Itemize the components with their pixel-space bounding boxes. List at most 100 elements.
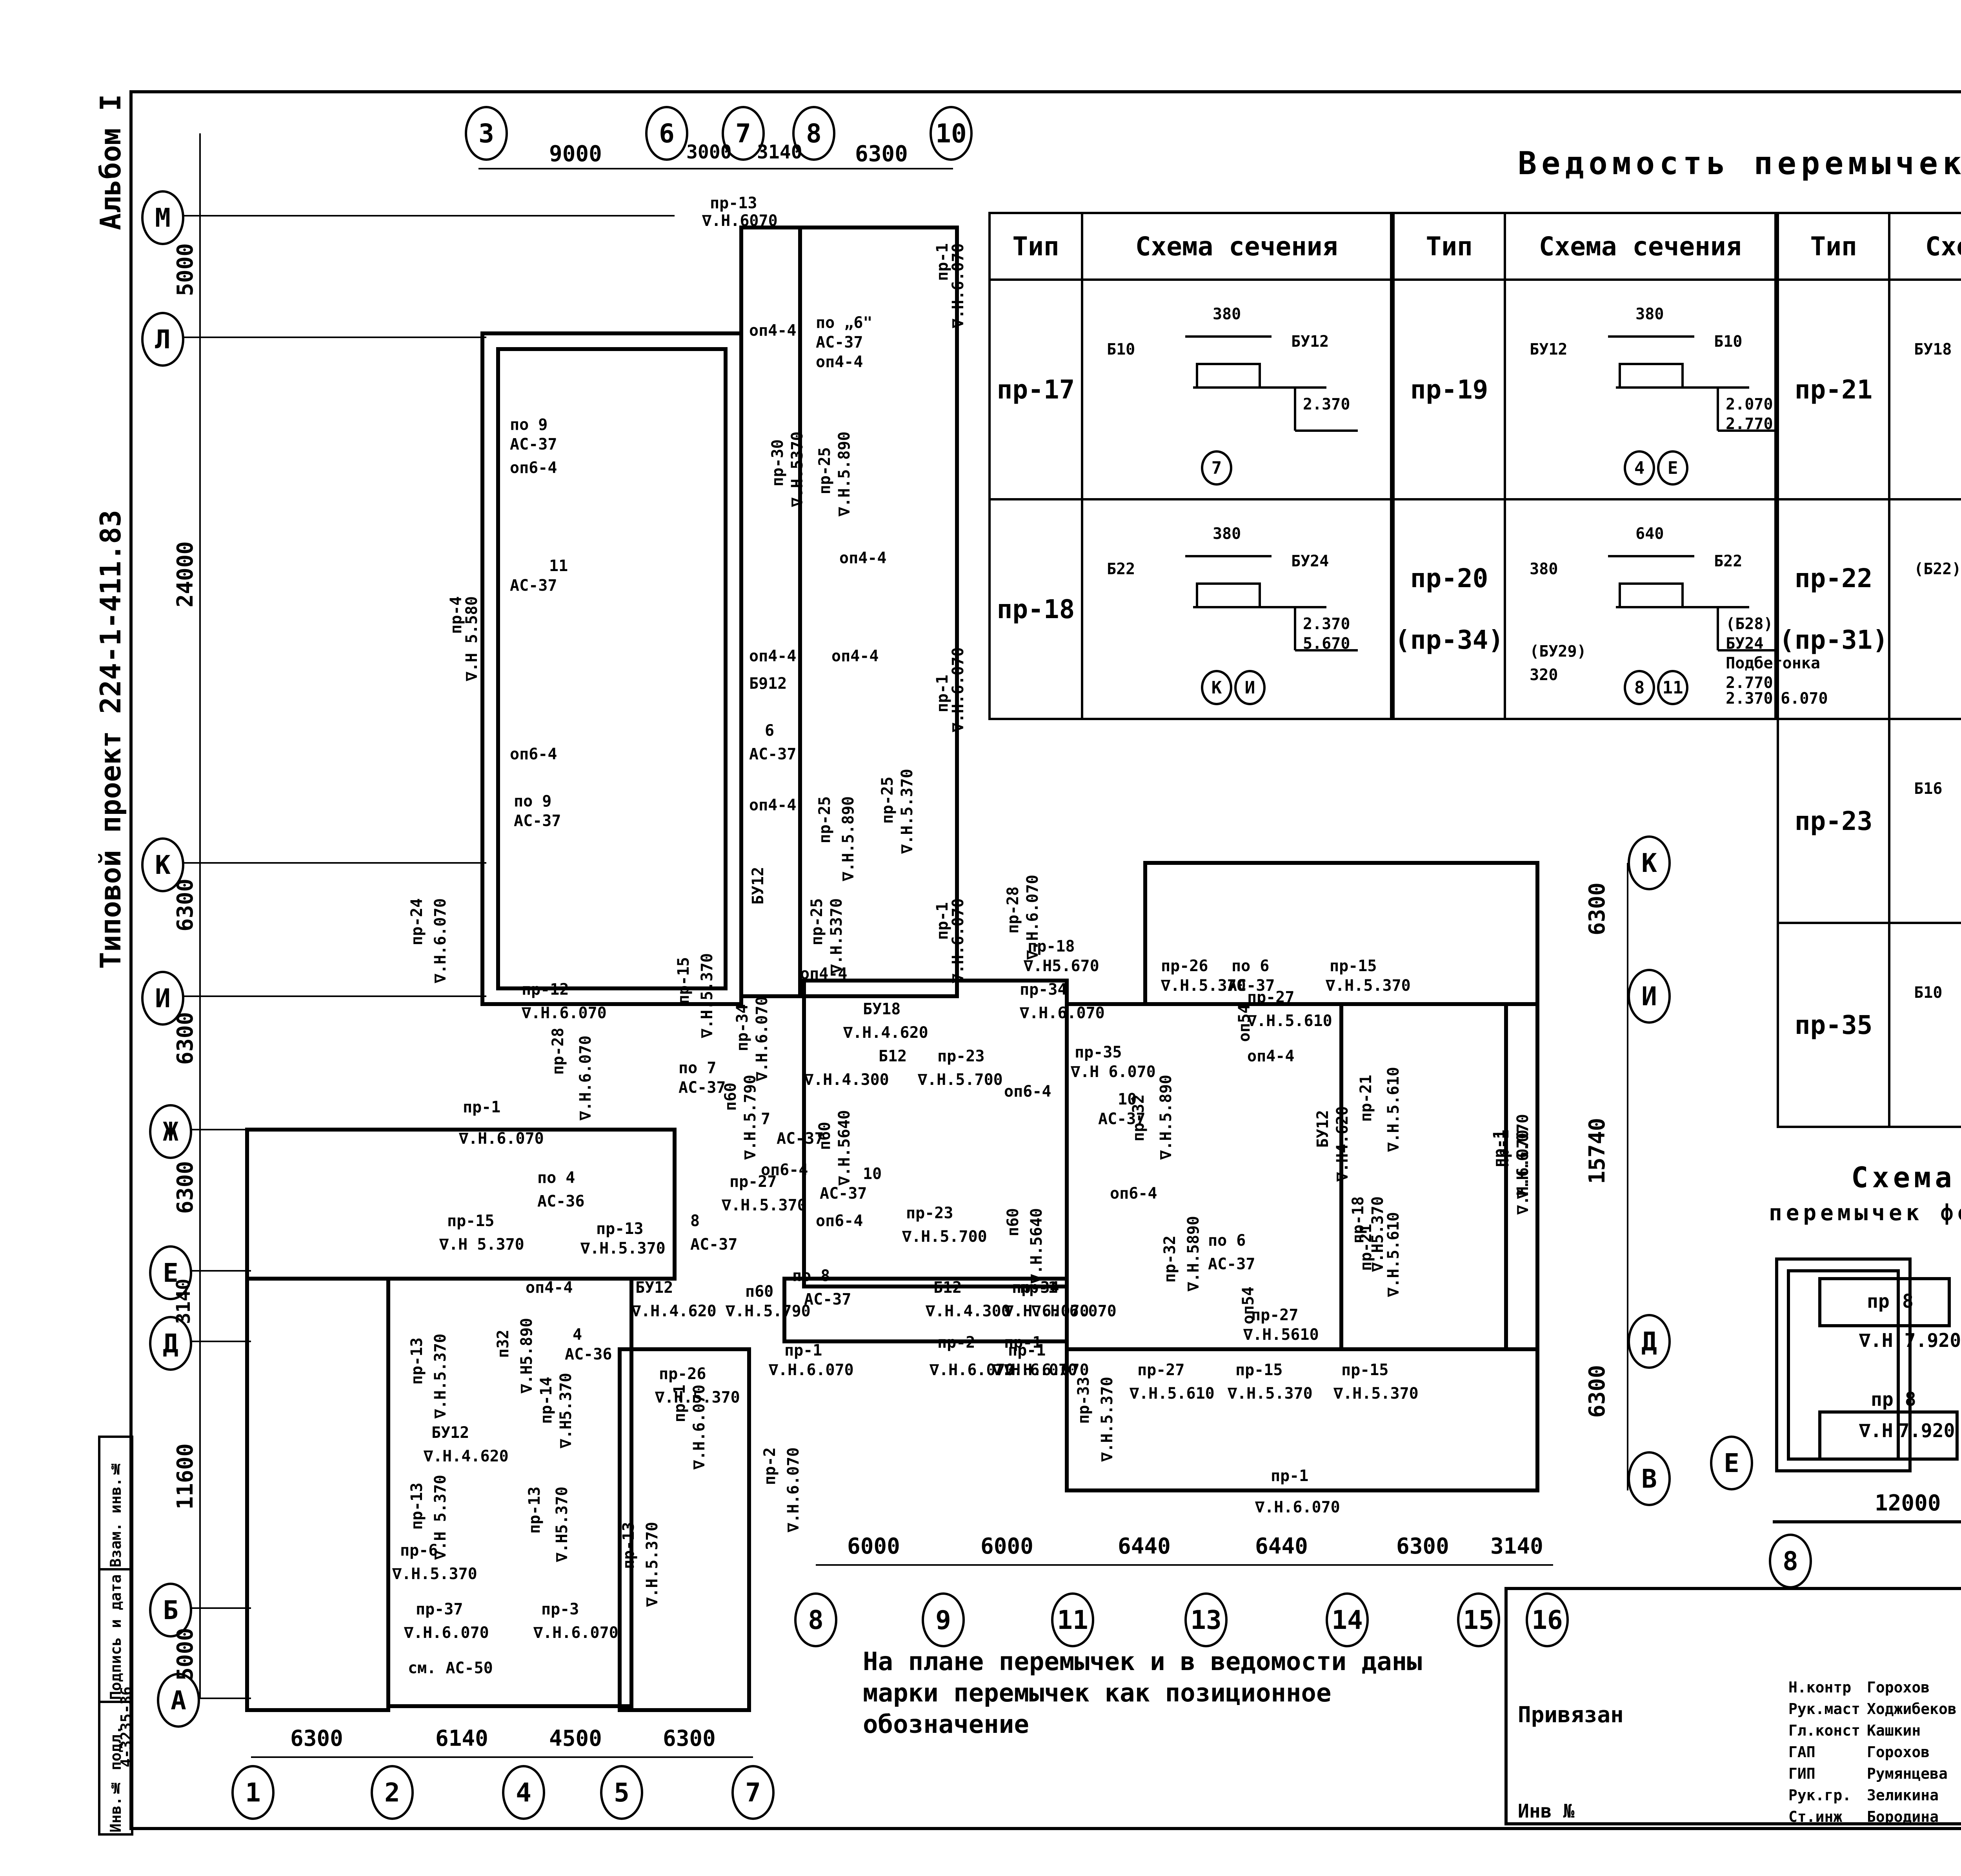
lintel-label: пр-1: [1008, 1341, 1046, 1359]
lintel-label: пр-13: [620, 1522, 638, 1569]
lintel-label: АС-37: [690, 1236, 738, 1254]
lintel-label: пр-25: [808, 898, 826, 946]
lintel-label: 11: [549, 557, 568, 575]
lintel-label: ∇.Н.5.700: [918, 1071, 1003, 1089]
lintel-label: пр-2: [761, 1447, 779, 1485]
lintel-label: 4: [573, 1326, 582, 1344]
lintel-label: по 8: [792, 1267, 830, 1285]
lintel-label: по 9: [510, 416, 548, 434]
lintel-label: ∇.Н.6.070: [992, 1361, 1077, 1379]
lintel-label: ∇.Н.5.370: [431, 1334, 449, 1419]
schedule-type-cell: пр-17: [988, 278, 1083, 500]
lintel-label: пр-14: [537, 1377, 555, 1424]
lintel-label: по 9: [514, 792, 552, 810]
section-sketch: [1185, 555, 1358, 651]
lantern-top-label-b: 8: [1902, 1290, 1914, 1312]
lintel-label: ∇.Н.5640: [1028, 1208, 1046, 1284]
lintel-label: пр-15: [1330, 957, 1377, 975]
lintel-label: АС-37: [1228, 977, 1275, 995]
lintel-label: пр-27: [1251, 1306, 1299, 1324]
lintel-label: ∇.Н.5.790: [726, 1302, 811, 1320]
lintel-label: АС-37: [816, 333, 863, 351]
axis-bubble-left: Е: [149, 1245, 192, 1300]
section-label: Б10: [1714, 333, 1743, 351]
lintel-label: АС-37: [679, 1079, 726, 1097]
lintel-type: пр-18: [997, 594, 1075, 624]
lantern-axis-left: Е: [1710, 1436, 1753, 1490]
axis-bubble-left: Б: [149, 1583, 192, 1638]
role-title: Рук.гр.: [1788, 1787, 1852, 1804]
lantern-bottom-mark-a: ∇.Н: [1859, 1420, 1893, 1442]
lintel-label: ∇.Н.5.370: [1333, 1385, 1419, 1403]
plan-note-line: На плане перемычек и в ведомости даны: [863, 1647, 1422, 1676]
lintel-label: ∇.Н.6.070: [784, 1447, 802, 1532]
axis-bubble-bottom: 2: [371, 1765, 414, 1820]
section-label: 2.770: [1726, 674, 1773, 692]
lintel-label: ∇.Н.4.300: [926, 1302, 1011, 1320]
role-title: Ст.инж: [1788, 1808, 1843, 1825]
wall-west-lower-right: [618, 1347, 751, 1712]
role-name: Румянцева: [1867, 1765, 1948, 1782]
role-name: Зеликина: [1867, 1787, 1939, 1804]
dim-bottom-label: 6300: [663, 1726, 716, 1751]
axis-bubble-bottom: 7: [731, 1765, 775, 1820]
dim-left-label: 6300: [173, 879, 198, 932]
lantern-top-label-a: пр: [1867, 1290, 1890, 1312]
lintel-label: ∇.Н.5370: [788, 431, 806, 507]
lintel-label: оп4-4: [800, 965, 848, 983]
dim-top-label: 9000: [549, 141, 602, 167]
schedule-type-cell: пр-35: [1776, 922, 1891, 1128]
lintel-label: оп6-4: [761, 1161, 808, 1179]
role-name: Ходжибеков: [1867, 1700, 1957, 1718]
role-name: Горохов: [1867, 1679, 1930, 1696]
lintel-label: пр-13: [408, 1483, 426, 1530]
lintel-label: 10: [1118, 1090, 1137, 1108]
lintel-label: пр-13: [710, 194, 757, 212]
dim-right-label: 6300: [1584, 883, 1610, 935]
lintel-label: Б912: [749, 675, 787, 693]
section-sketch: [1890, 925, 1961, 1125]
lintel-label: ∇.Н.6.070: [522, 1004, 607, 1022]
section-label: БУ24: [1291, 552, 1329, 570]
schedule-row: пр-21380БУ18Б162.3105.61014: [1776, 278, 1961, 500]
lantern-axis-bottom: 8: [1769, 1534, 1812, 1589]
lintel-label: Б12: [879, 1047, 907, 1065]
axis-bubble-bottom: 16: [1526, 1592, 1569, 1647]
section-sketch: [1890, 282, 1961, 497]
axis-bubble-bottom: 5: [600, 1765, 643, 1820]
lintel-label: ∇.Н.5.370: [1098, 1377, 1116, 1462]
dim-left-label: 6300: [173, 1161, 198, 1214]
lantern-dim: 12000: [1875, 1490, 1941, 1516]
schedule-section-cell: 510Б16БУ185.7005.630Е: [1888, 718, 1961, 924]
lintel-label: пр-25: [816, 447, 834, 495]
section-label: (БУ29): [1530, 642, 1586, 661]
lintel-label: ∇.Н.6.070: [1004, 1302, 1089, 1320]
dim-top-label: 3000: [686, 141, 732, 163]
lintel-label: оп6-4: [510, 459, 557, 477]
lintel-label: п32: [494, 1330, 512, 1358]
schedule-title: Ведомость перемычек: [1518, 145, 1961, 182]
lintel-label: пр-1: [1271, 1467, 1309, 1485]
lintel-label: ∇.Н.5610: [1243, 1326, 1319, 1344]
schedule-type-cell: пр-23: [1776, 718, 1891, 924]
dim-bottom-label: 6300: [290, 1726, 343, 1751]
lintel-label: ∇.Н.6.070: [1020, 1004, 1105, 1022]
lintel-label: пр-18: [1028, 937, 1075, 955]
axis-bubble-right: В: [1628, 1451, 1671, 1506]
lintel-label: ∇.Н.5.890: [839, 796, 857, 881]
lintel-label: 8: [690, 1212, 700, 1230]
section-axis-bubble: 11: [1657, 670, 1689, 705]
section-label: 2.370: [1726, 690, 1773, 708]
axis-bubble-left: Д: [149, 1316, 192, 1371]
section-label: 380: [1530, 560, 1558, 578]
lintel-type: пр-35: [1794, 1010, 1873, 1040]
lintel-type: пр-20: [1410, 563, 1488, 593]
section-label: БУ24: [1726, 635, 1764, 653]
